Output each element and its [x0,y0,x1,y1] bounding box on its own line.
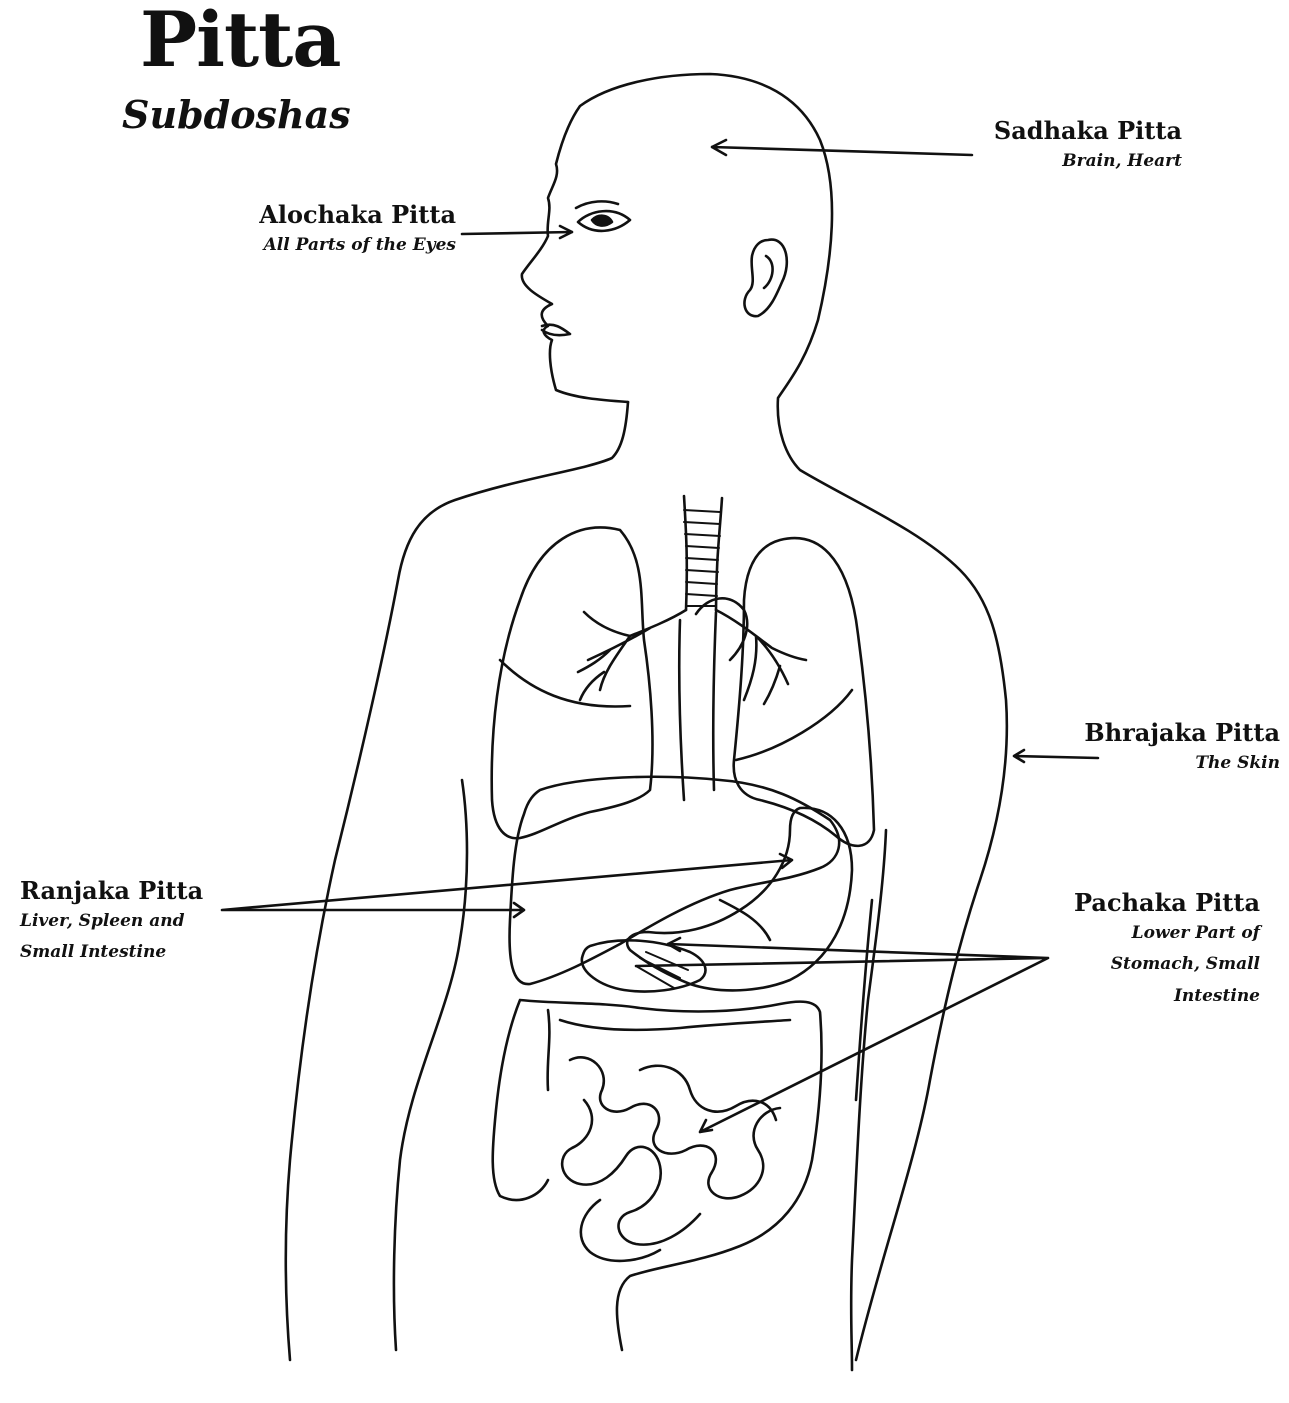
label-bhrajaka-name: Bhrajaka Pitta [1030,718,1280,748]
label-bhrajaka-location: The Skin [1030,748,1280,779]
page-title: Pitta [140,2,340,78]
eyebrow [576,201,618,208]
arrow-alochaka [462,226,572,238]
aorta [679,612,716,800]
trachea [684,496,722,610]
label-pachaka-name: Pachaka Pitta [1020,888,1260,918]
label-bhrajaka: Bhrajaka Pitta The Skin [1030,718,1280,779]
left-lung [492,528,653,839]
label-alochaka: Alochaka Pitta All Parts of the Eyes [176,200,456,261]
label-ranjaka: Ranjaka Pitta Liver, Spleen and Small In… [20,876,250,969]
label-sadhaka: Sadhaka Pitta Brain, Heart [900,116,1182,177]
left-arm-inner [394,780,467,1350]
label-sadhaka-location: Brain, Heart [900,146,1182,177]
label-alochaka-location: All Parts of the Eyes [176,230,456,261]
label-ranjaka-name: Ranjaka Pitta [20,876,250,906]
label-sadhaka-name: Sadhaka Pitta [900,116,1182,146]
ear [744,240,786,317]
right-lung [734,538,874,846]
label-pachaka-location: Lower Part of Stomach, Small Intestine [1020,918,1260,1012]
right-bronchi [716,610,806,704]
label-ranjaka-location: Liver, Spleen and Small Intestine [20,906,250,969]
left-bronchi [578,610,686,700]
mouth [542,325,570,335]
arrow-ranjaka [222,854,792,917]
large-intestine [493,1000,822,1350]
head-outline [286,402,628,1360]
page-subtitle: Subdoshas [122,96,351,134]
small-intestine [570,1057,780,1198]
eye-pupil [592,216,612,226]
label-pachaka: Pachaka Pitta Lower Part of Stomach, Sma… [1020,888,1260,1012]
label-alochaka-name: Alochaka Pitta [176,200,456,230]
